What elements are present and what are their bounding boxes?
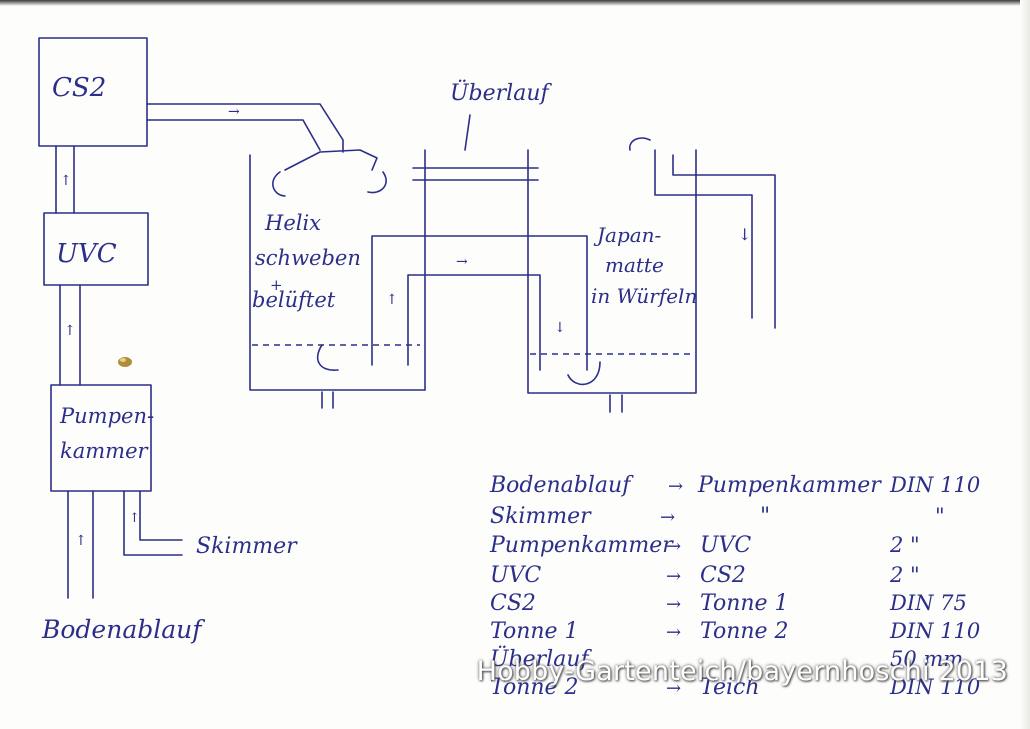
- helix-line-4: belüftet: [252, 288, 336, 312]
- connection-from: Pumpenkammer: [489, 533, 674, 558]
- connection-row: UVC → CS2 2 ": [490, 563, 920, 588]
- pipe-uvc-cs2: ↑: [55, 145, 75, 214]
- connection-row: Tonne 2 → Teich DIN 110: [490, 675, 980, 700]
- cs2-label: CS2: [52, 73, 106, 103]
- pipe-cs2-tonne1: →: [146, 103, 387, 197]
- connection-arrow: →: [660, 507, 675, 528]
- skimmer-label: Skimmer: [196, 534, 298, 559]
- connection-row: CS2 → Tonne 1 DIN 75: [490, 591, 967, 616]
- cs2-box: CS2: [38, 37, 148, 147]
- bodenablauf-label: Bodenablauf: [41, 615, 205, 644]
- connection-to: UVC: [700, 533, 751, 558]
- svg-text:→: →: [228, 104, 240, 120]
- pumpenkammer-box: Pumpen- kammer: [50, 384, 154, 492]
- connection-arrow: →: [666, 622, 681, 643]
- connection-from: Tonne 2: [490, 675, 579, 700]
- connection-from: CS2: [490, 591, 536, 616]
- watermark: Hobby-Gartenteich/bayernhoschi 2013: [476, 656, 1008, 687]
- connection-row: Pumpenkammer→ UVC 2 ": [489, 533, 920, 558]
- connection-to: Pumpenkammer: [697, 473, 882, 498]
- japan-line-3: in Würfeln: [591, 284, 697, 308]
- connection-arrow: →: [666, 536, 681, 557]
- connection-arrow: →: [666, 566, 681, 587]
- connection-size: DIN 75: [889, 591, 967, 615]
- connection-from: Überlauf: [490, 645, 592, 672]
- connection-to: CS2: [700, 563, 746, 588]
- pipe-tonne2-teich: ↓: [629, 137, 776, 329]
- svg-text:↓: ↓: [554, 320, 566, 336]
- connection-from: UVC: [490, 563, 541, 588]
- uvc-label: UVC: [56, 239, 117, 269]
- connection-from: Bodenablauf: [489, 473, 634, 498]
- helix-line-1: Helix: [264, 211, 321, 235]
- helix-line-2: schweben: [255, 246, 361, 270]
- connection-arrow: →: [668, 476, 683, 497]
- tonne-2: [527, 149, 697, 413]
- connection-size: 2 ": [889, 563, 920, 587]
- connection-row: Überlauf 50 mm: [490, 645, 963, 672]
- connection-to: Tonne 2: [700, 619, 789, 644]
- connection-from: Skimmer: [490, 504, 592, 529]
- connection-arrow: →: [666, 678, 681, 699]
- pipe-tonne1-tonne2: → ↑ ↓: [371, 235, 588, 371]
- connection-from: Tonne 1: [490, 619, 579, 644]
- connection-size: DIN 110: [889, 675, 980, 699]
- japanmatte-note: Japan- matte in Würfeln: [591, 223, 697, 308]
- small-object: [118, 357, 132, 367]
- connection-row: Tonne 1 → Tonne 2 DIN 110: [490, 619, 980, 644]
- ueberlauf-label: Überlauf: [450, 79, 552, 106]
- connection-size: ": [935, 504, 945, 528]
- paper-right-edge: [1020, 0, 1030, 729]
- connection-to: ": [760, 504, 770, 529]
- tonne-1: [249, 149, 426, 409]
- svg-text:→: →: [456, 254, 468, 270]
- ueberlauf-pipe: Überlauf: [412, 79, 552, 181]
- pumpenkammer-label-2: kammer: [60, 439, 149, 463]
- helix-note: Helix schweben + belüftet: [252, 211, 361, 312]
- connection-row: Skimmer → " ": [490, 504, 945, 529]
- svg-text:↑: ↑: [60, 173, 72, 189]
- connection-to: Tonne 1: [700, 591, 789, 616]
- japan-line-2: matte: [605, 253, 664, 277]
- paper-top-edge: [0, 0, 1030, 6]
- connection-size: DIN 110: [889, 473, 980, 497]
- pumpenkammer-label-1: Pumpen-: [59, 404, 154, 428]
- connection-size: 2 ": [889, 533, 920, 557]
- connection-row: Bodenablauf → Pumpenkammer DIN 110: [489, 473, 980, 498]
- pipe-bodenablauf: ↑: [67, 490, 94, 599]
- svg-text:↑: ↑: [75, 533, 87, 549]
- connection-arrow: →: [666, 594, 681, 615]
- pipe-skimmer: ↑: [123, 490, 183, 556]
- japan-line-1: Japan-: [593, 223, 662, 247]
- uvc-box: UVC: [43, 212, 149, 286]
- connection-size: 50 mm: [890, 647, 963, 671]
- pipe-pump-uvc: ↑: [59, 284, 81, 386]
- svg-text:↑: ↑: [386, 292, 398, 308]
- connection-to: Teich: [700, 675, 760, 700]
- helix-line-3: +: [270, 276, 283, 294]
- connection-size: DIN 110: [889, 619, 980, 643]
- svg-text:↓: ↓: [738, 225, 751, 244]
- svg-text:↑: ↑: [129, 511, 140, 526]
- svg-text:↑: ↑: [64, 323, 76, 339]
